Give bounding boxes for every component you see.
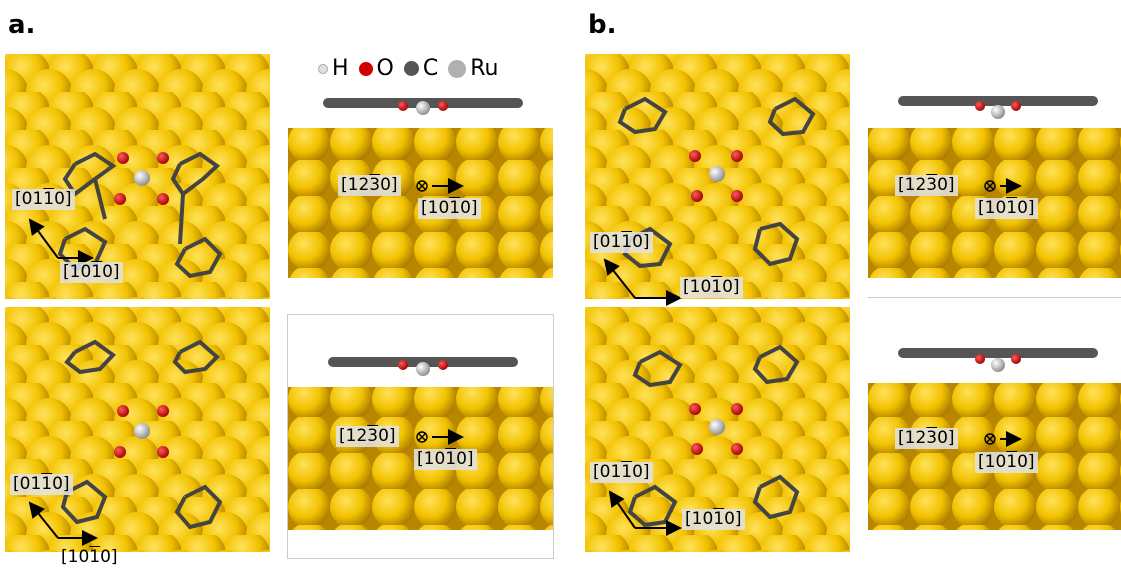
hydrogen-swatch <box>318 63 328 74</box>
ruthenium-label: Ru <box>470 56 499 81</box>
top-view-b1 <box>585 54 850 299</box>
dir-label-a1-0110: [0110] <box>12 189 75 210</box>
carbon-swatch <box>403 61 419 76</box>
atoms-a1 <box>114 152 169 205</box>
side-view-a2 <box>288 345 553 530</box>
dir-label-a1-1010: [1010] <box>60 262 123 283</box>
dir-label-sb2-1010: [1010] <box>975 452 1038 473</box>
dir-label-a2-0110: [0110] <box>10 474 73 495</box>
oxygen-label: O <box>376 56 394 81</box>
oxygen-swatch <box>358 61 373 76</box>
dir-label-sb1-1230: [1230] <box>895 175 958 196</box>
dir-label-sb1-1010: [1010] <box>975 198 1038 219</box>
dir-label-b1-0110: [0110] <box>590 232 653 253</box>
divider-b <box>868 297 1121 298</box>
hydrogen-label: H <box>332 56 349 81</box>
dir-label-sa2-1230: [1230] <box>336 426 399 447</box>
carbon-label: C <box>422 56 439 81</box>
dir-label-sa1-1230: [1230] <box>338 175 401 196</box>
panel-label-b: b. <box>588 10 617 40</box>
dir-label-sa2-1010: [1010] <box>414 449 477 470</box>
dir-label-b1-1010: [1010] <box>680 277 743 298</box>
top-view-a1 <box>5 54 270 299</box>
dir-label-b2-0110: [0110] <box>590 462 653 483</box>
dir-label-b2-1010: [1010] <box>682 509 745 530</box>
side-view-a2-frame <box>287 314 554 559</box>
side-molecule-a1 <box>323 98 523 115</box>
atom-legend: H O C Ru <box>318 56 499 81</box>
dir-label-a2-1010: [1010] <box>61 547 118 567</box>
dir-label-sa1-1010: [1010] <box>418 198 481 219</box>
ruthenium-swatch <box>448 59 467 78</box>
side-view-a1 <box>288 88 553 278</box>
dir-label-sb2-1230: [1230] <box>895 428 958 449</box>
panel-label-a: a. <box>8 10 36 40</box>
top-view-a2 <box>5 307 270 552</box>
